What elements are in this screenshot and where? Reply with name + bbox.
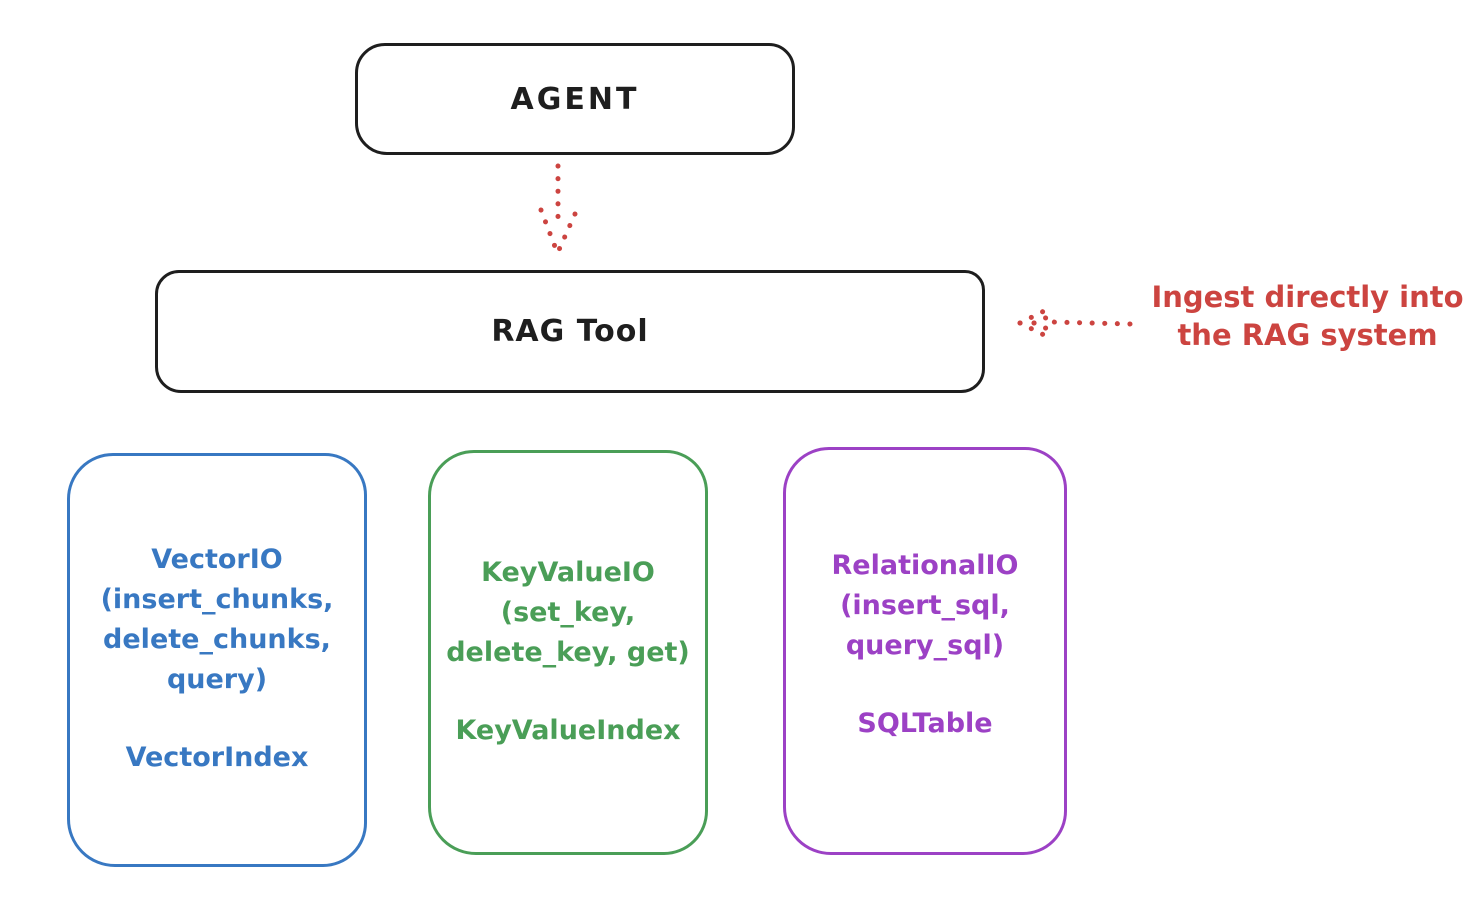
keyvalue-io-node: KeyValueIO (set_key, delete_key, get) Ke… — [428, 450, 708, 855]
keyvalue-io-signature: KeyValueIO (set_key, delete_key, get) — [446, 557, 690, 668]
agent-to-ragtool-arrow-icon — [538, 163, 578, 255]
ingest-annotation-arrow-icon — [1017, 306, 1133, 340]
agent-node: AGENT — [355, 43, 795, 155]
relational-io-signature: RelationalIO (insert_sql, query_sql) — [831, 550, 1019, 661]
rag-tool-label: RAG Tool — [491, 314, 649, 349]
agent-label: AGENT — [510, 81, 640, 117]
keyvalue-index-label: KeyValueIndex — [455, 715, 681, 746]
vector-io-signature: VectorIO (insert_chunks, delete_chunks, … — [100, 544, 334, 695]
vector-index-label: VectorIndex — [125, 742, 309, 773]
relational-io-node: RelationalIO (insert_sql, query_sql) SQL… — [783, 447, 1067, 855]
rag-tool-node: RAG Tool — [155, 270, 985, 393]
vector-io-node: VectorIO (insert_chunks, delete_chunks, … — [67, 453, 367, 867]
sqltable-label: SQLTable — [857, 708, 993, 739]
ingest-annotation-text: Ingest directly into the RAG system — [1151, 280, 1464, 352]
